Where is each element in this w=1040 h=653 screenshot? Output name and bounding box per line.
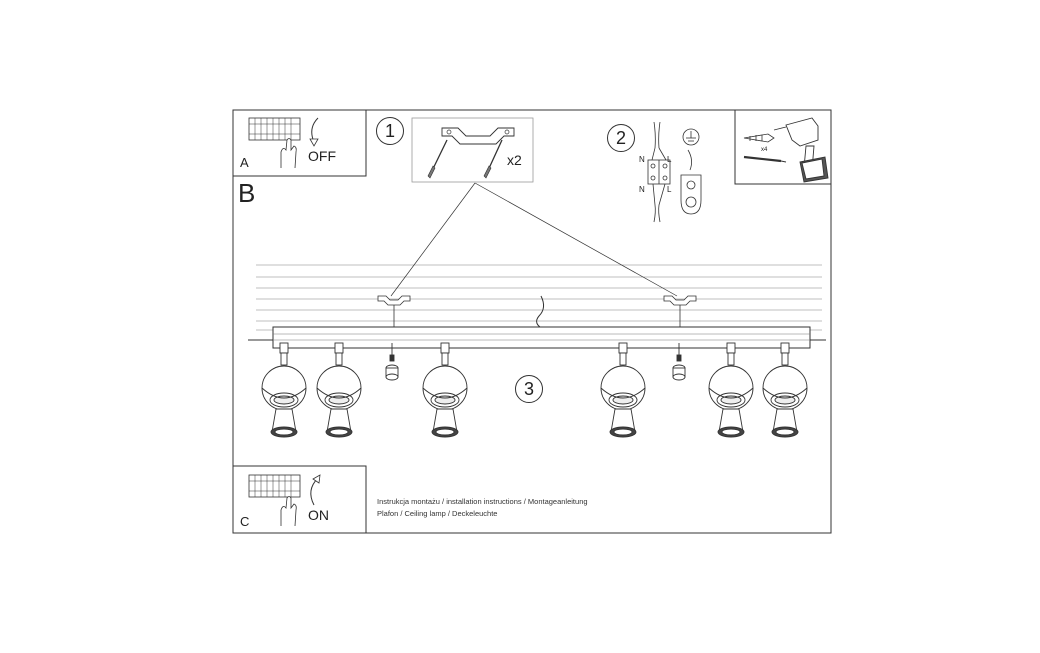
dowel-count: x4 — [761, 147, 768, 153]
spotlight-icon — [708, 342, 754, 438]
connector-icon — [647, 121, 671, 223]
on-label: ON — [308, 507, 329, 523]
wire-n-bottom: N — [639, 185, 645, 194]
lamp-rail — [272, 326, 811, 349]
step3-number: 3 — [515, 375, 543, 403]
spotlight-group — [261, 342, 808, 438]
spotlight-icon — [261, 342, 307, 438]
wire-n-top: N — [639, 155, 645, 164]
step1-multiplier: x2 — [507, 152, 522, 168]
off-label: OFF — [308, 148, 336, 164]
drill-icon — [773, 117, 829, 183]
panel-a-letter: A — [240, 155, 249, 170]
panel-c-letter: C — [240, 514, 250, 529]
spotlight-icon — [316, 342, 362, 438]
panel-a-frame — [232, 109, 367, 177]
caption-line-1: Instrukcja montażu / installation instru… — [377, 497, 588, 506]
pendant-bulb-icon — [385, 343, 399, 381]
circuit-breaker-icon — [248, 474, 301, 498]
spotlight-icon — [422, 342, 468, 438]
bracket-icon — [377, 295, 697, 327]
outer-frame — [232, 109, 832, 534]
hand-icon — [280, 496, 297, 527]
spotlight-icon — [600, 342, 646, 438]
pendant-bulb-group — [385, 343, 686, 381]
caption-line-2: Plafon / Ceiling lamp / Deckeleuchte — [377, 509, 498, 518]
bracket-icon — [441, 127, 515, 145]
screw-icon — [743, 155, 787, 163]
panel-c-frame — [232, 465, 367, 534]
circuit-breaker-icon — [248, 117, 301, 141]
panel-b-letter: B — [238, 178, 256, 208]
dowel-icon — [743, 133, 775, 143]
hand-icon — [280, 138, 297, 169]
ground-symbol-icon — [680, 128, 702, 215]
screw-icon — [427, 139, 503, 179]
step2-number: 2 — [607, 124, 635, 152]
leader-line — [474, 182, 678, 297]
ceiling-hatch — [256, 264, 822, 331]
leader-line — [390, 182, 476, 297]
tools-panel-frame — [734, 109, 832, 185]
arrow-down-icon — [311, 117, 319, 143]
pendant-bulb-icon — [672, 343, 686, 381]
wire-l-top: L — [667, 155, 672, 164]
step1-box — [411, 117, 534, 183]
step1-number: 1 — [376, 117, 404, 145]
power-cable — [536, 295, 546, 331]
spotlight-icon — [762, 342, 808, 438]
wire-l-bottom: L — [667, 185, 672, 194]
